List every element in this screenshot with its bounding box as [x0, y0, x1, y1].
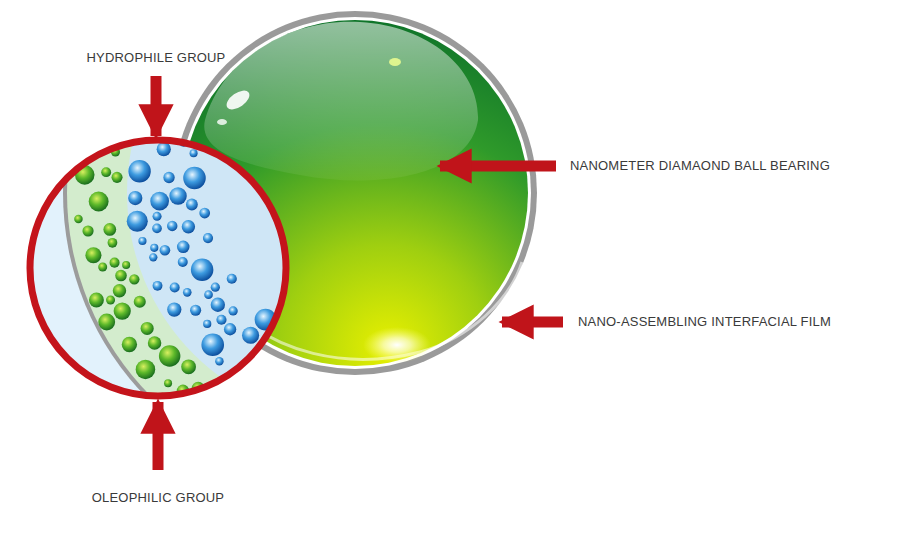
molecule-ball: [153, 212, 162, 221]
molecule-ball: [98, 314, 115, 331]
molecule-ball: [74, 215, 82, 223]
molecule-ball: [89, 192, 109, 212]
molecule-ball: [152, 224, 162, 234]
molecule-ball: [186, 199, 198, 211]
molecule-ball: [108, 238, 118, 248]
molecule-ball: [157, 142, 171, 156]
molecule-ball: [183, 288, 192, 297]
molecule-ball: [164, 379, 172, 387]
molecule-ball: [85, 247, 101, 263]
molecule-ball: [178, 257, 188, 267]
molecule-ball: [98, 262, 107, 271]
molecule-ball: [129, 274, 139, 284]
molecule-ball: [203, 320, 211, 328]
molecule-ball: [103, 223, 116, 236]
molecule-ball: [106, 296, 115, 305]
molecule-ball: [181, 359, 196, 374]
molecule-ball: [101, 167, 111, 177]
molecule-ball: [227, 274, 237, 284]
molecule-ball: [115, 270, 127, 282]
molecule-ball: [110, 258, 120, 268]
molecule-ball: [167, 302, 181, 316]
molecule-ball: [177, 241, 190, 254]
molecule-ball: [114, 303, 131, 320]
molecule-ball: [190, 149, 198, 157]
interfacial-inset: [20, 0, 647, 485]
molecule-ball: [183, 167, 206, 190]
molecule-ball: [201, 333, 224, 356]
molecule-ball: [138, 237, 146, 245]
molecule-ball: [169, 187, 186, 204]
molecule-ball: [216, 315, 226, 325]
molecule-ball: [182, 220, 195, 233]
molecule-ball: [215, 357, 223, 365]
part-label: HYDROPHILE GROUP: [86, 50, 225, 66]
molecule-ball: [113, 284, 126, 297]
molecule-ball: [82, 225, 93, 236]
molecule-ball: [211, 283, 220, 292]
molecule-ball: [204, 290, 213, 299]
molecule-ball: [148, 336, 162, 350]
molecule-ball: [127, 211, 148, 232]
molecule-ball: [122, 337, 137, 352]
molecule-ball: [149, 253, 157, 261]
molecule-ball: [190, 305, 201, 316]
molecule-ball: [141, 322, 154, 335]
molecule-ball: [134, 296, 146, 308]
molecule-ball: [211, 298, 225, 312]
part-label: NANOMETER DIAMAOND BALL BEARING: [570, 158, 830, 174]
molecule-ball: [242, 327, 259, 344]
molecule-ball: [89, 293, 104, 308]
molecule-ball: [229, 306, 238, 315]
molecule-ball: [136, 360, 156, 380]
molecule-ball: [163, 172, 174, 183]
molecule-ball: [128, 160, 150, 182]
leader-arrow: [156, 76, 563, 470]
molecule-ball: [153, 281, 163, 291]
molecule-ball: [160, 245, 171, 256]
part-label: NANO-ASSEMBLING INTERFACIAL FILM: [578, 314, 831, 330]
molecule-ball: [150, 244, 158, 252]
molecule-ball: [224, 323, 236, 335]
part-label: OLEOPHILIC GROUP: [92, 490, 225, 506]
molecule-ball: [203, 233, 213, 243]
molecule-ball: [150, 192, 169, 211]
molecule-ball: [159, 345, 180, 366]
molecule-ball: [199, 208, 210, 219]
molecule-ball: [122, 261, 130, 269]
molecule-ball: [170, 282, 180, 292]
molecule-ball: [128, 191, 142, 205]
molecule-ball: [191, 258, 214, 281]
molecule-ball: [111, 172, 122, 183]
molecule-ball: [167, 221, 177, 231]
